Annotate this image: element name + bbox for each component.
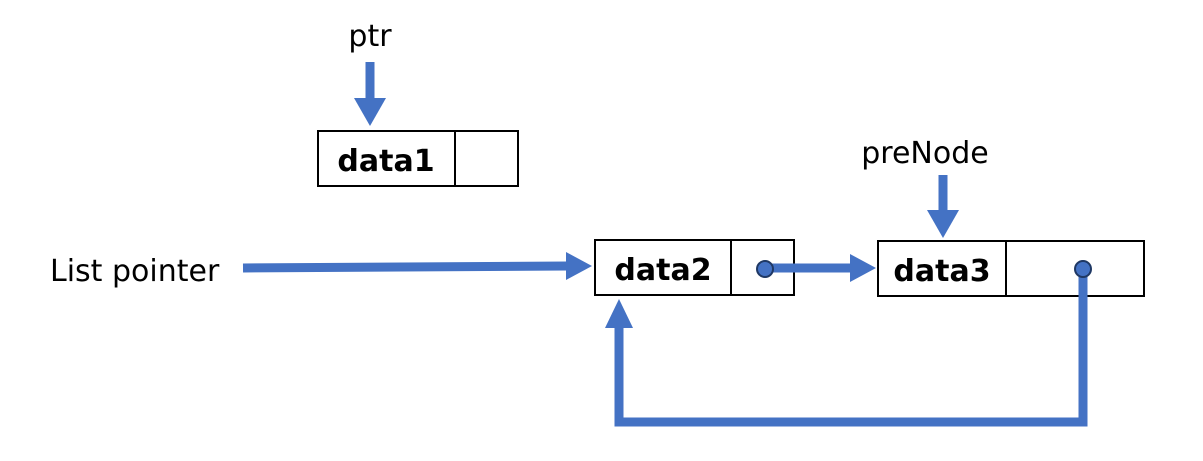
ptr-label: ptr — [348, 19, 392, 54]
ptr-arrow — [354, 62, 386, 126]
node-1-data-label: data1 — [337, 144, 434, 179]
node-3: data3 — [877, 240, 1145, 297]
list-pointer-label: List pointer — [50, 254, 220, 289]
node-1: data1 — [317, 130, 519, 187]
list-pointer-arrow — [242, 252, 592, 280]
node-2-to-node-3-arrow — [772, 254, 876, 282]
node-2: data2 — [594, 239, 795, 296]
prenode-label: preNode — [861, 136, 988, 171]
node-3-to-node-2-loop-arrow — [605, 270, 1088, 427]
node-2-data-label: data2 — [614, 253, 711, 288]
node-3-pointer-dot — [1074, 260, 1092, 278]
node-3-data-label: data3 — [893, 254, 990, 289]
node-1-pointer-cell — [454, 130, 519, 187]
node-2-pointer-dot — [756, 260, 774, 278]
node-2-data-cell — [594, 239, 732, 296]
prenode-arrow — [927, 175, 959, 238]
